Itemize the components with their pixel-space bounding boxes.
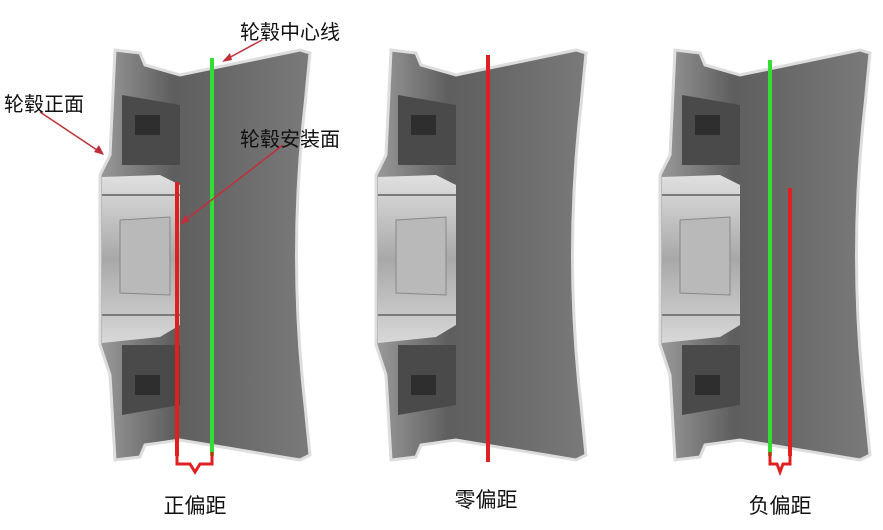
- offset-bracket-1: [175, 452, 214, 475]
- zero-offset-caption: 零偏距: [454, 488, 518, 512]
- front-arrow: [39, 111, 101, 153]
- wheel-negative-offset: [658, 48, 872, 462]
- hub-front-label: 轮毂正面: [4, 92, 84, 116]
- wheel-positive-offset: [98, 48, 312, 462]
- offset-bracket-3: [768, 452, 792, 477]
- hub-centerline-label: 轮毂中心线: [240, 20, 340, 44]
- mounting-arrow: [182, 144, 284, 223]
- positive-offset-caption: 正偏距: [163, 494, 227, 518]
- wheel-zero-offset: [374, 48, 588, 462]
- negative-offset-caption: 负偏距: [748, 494, 812, 518]
- hub-mounting-face-label: 轮毂安装面: [240, 127, 340, 151]
- centerline-arrow: [224, 39, 263, 61]
